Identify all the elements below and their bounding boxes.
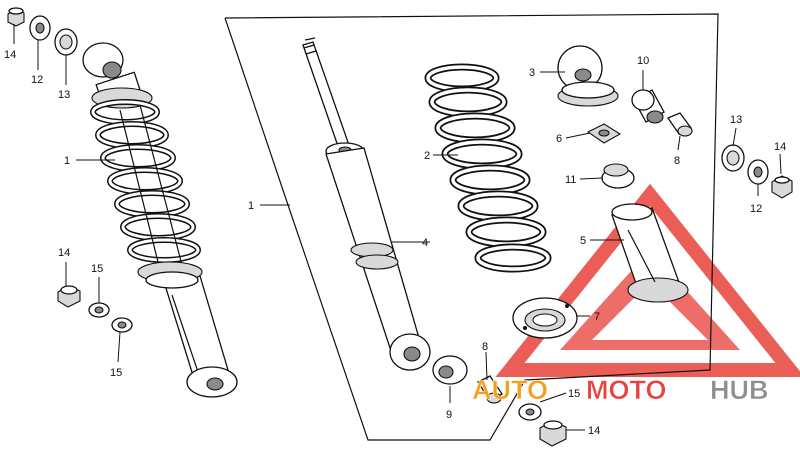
watermark-hub: HUB (710, 375, 769, 405)
nut-14-bottom (539, 420, 567, 447)
washer-15-lower-left-b (111, 317, 133, 333)
callout-14-lower-left: 14 (58, 247, 70, 259)
callout-15-lower-left-b: 15 (110, 367, 122, 379)
callout-14-top-left: 14 (4, 49, 16, 61)
callout-7: 7 (594, 311, 600, 323)
callout-14-bottom: 14 (588, 425, 600, 437)
assembly-boundary (224, 13, 719, 441)
sleeve-5 (611, 203, 689, 303)
bushing-9 (432, 355, 468, 385)
callout-12-top-left: 12 (31, 74, 43, 86)
watermark-moto: MOTO (586, 375, 667, 405)
callout-13-right: 13 (730, 114, 742, 126)
washer-12-top-left (29, 15, 51, 41)
callout-1-center: 1 (248, 200, 254, 212)
bush-13-top-left (54, 28, 78, 56)
callout-8-upper: 8 (674, 155, 680, 167)
leader-lines (13, 24, 782, 431)
callout-6: 6 (556, 133, 562, 145)
callout-5: 5 (580, 235, 586, 247)
washer-12-right (747, 159, 769, 185)
callout-3: 3 (529, 67, 535, 79)
callout-15-bottom: 15 (568, 388, 580, 400)
stopper-11 (601, 163, 635, 189)
damper-unit-4 (302, 37, 431, 371)
callout-14-right: 14 (774, 141, 786, 153)
callout-13-top-left: 13 (58, 89, 70, 101)
collar-8-upper (667, 112, 693, 137)
callout-15-lower-left-a: 15 (91, 263, 103, 275)
callout-11: 11 (565, 174, 576, 186)
washer-15-bottom (518, 403, 542, 421)
callout-10: 10 (637, 55, 649, 67)
watermark-text: AUTO MOTO HUB (472, 375, 769, 406)
callout-labels: 14 12 13 1 14 15 15 1 4 2 3 10 6 8 11 5 … (4, 49, 786, 437)
nut-14-top-left (7, 7, 25, 27)
plate-6 (586, 123, 622, 144)
bushing-10 (631, 89, 665, 124)
bush-13-right (721, 144, 745, 172)
washer-15-lower-left-a (88, 302, 110, 318)
callout-2: 2 (424, 150, 430, 162)
shock-absorber-assembled (82, 42, 238, 398)
watermark-auto: AUTO (472, 375, 548, 405)
callout-4: 4 (422, 237, 428, 249)
callout-1-left: 1 (64, 155, 70, 167)
callout-8-lower: 8 (482, 341, 488, 353)
spring-seat-7 (512, 297, 578, 339)
callout-9: 9 (446, 409, 452, 421)
callout-12-right: 12 (750, 203, 762, 215)
nut-14-right (771, 175, 793, 199)
shock-spring-coils (90, 99, 201, 263)
nut-14-lower-left (57, 285, 81, 308)
coil-spring-2 (424, 63, 552, 273)
collar-8-lower (477, 375, 503, 404)
upper-joint-3 (557, 45, 619, 107)
